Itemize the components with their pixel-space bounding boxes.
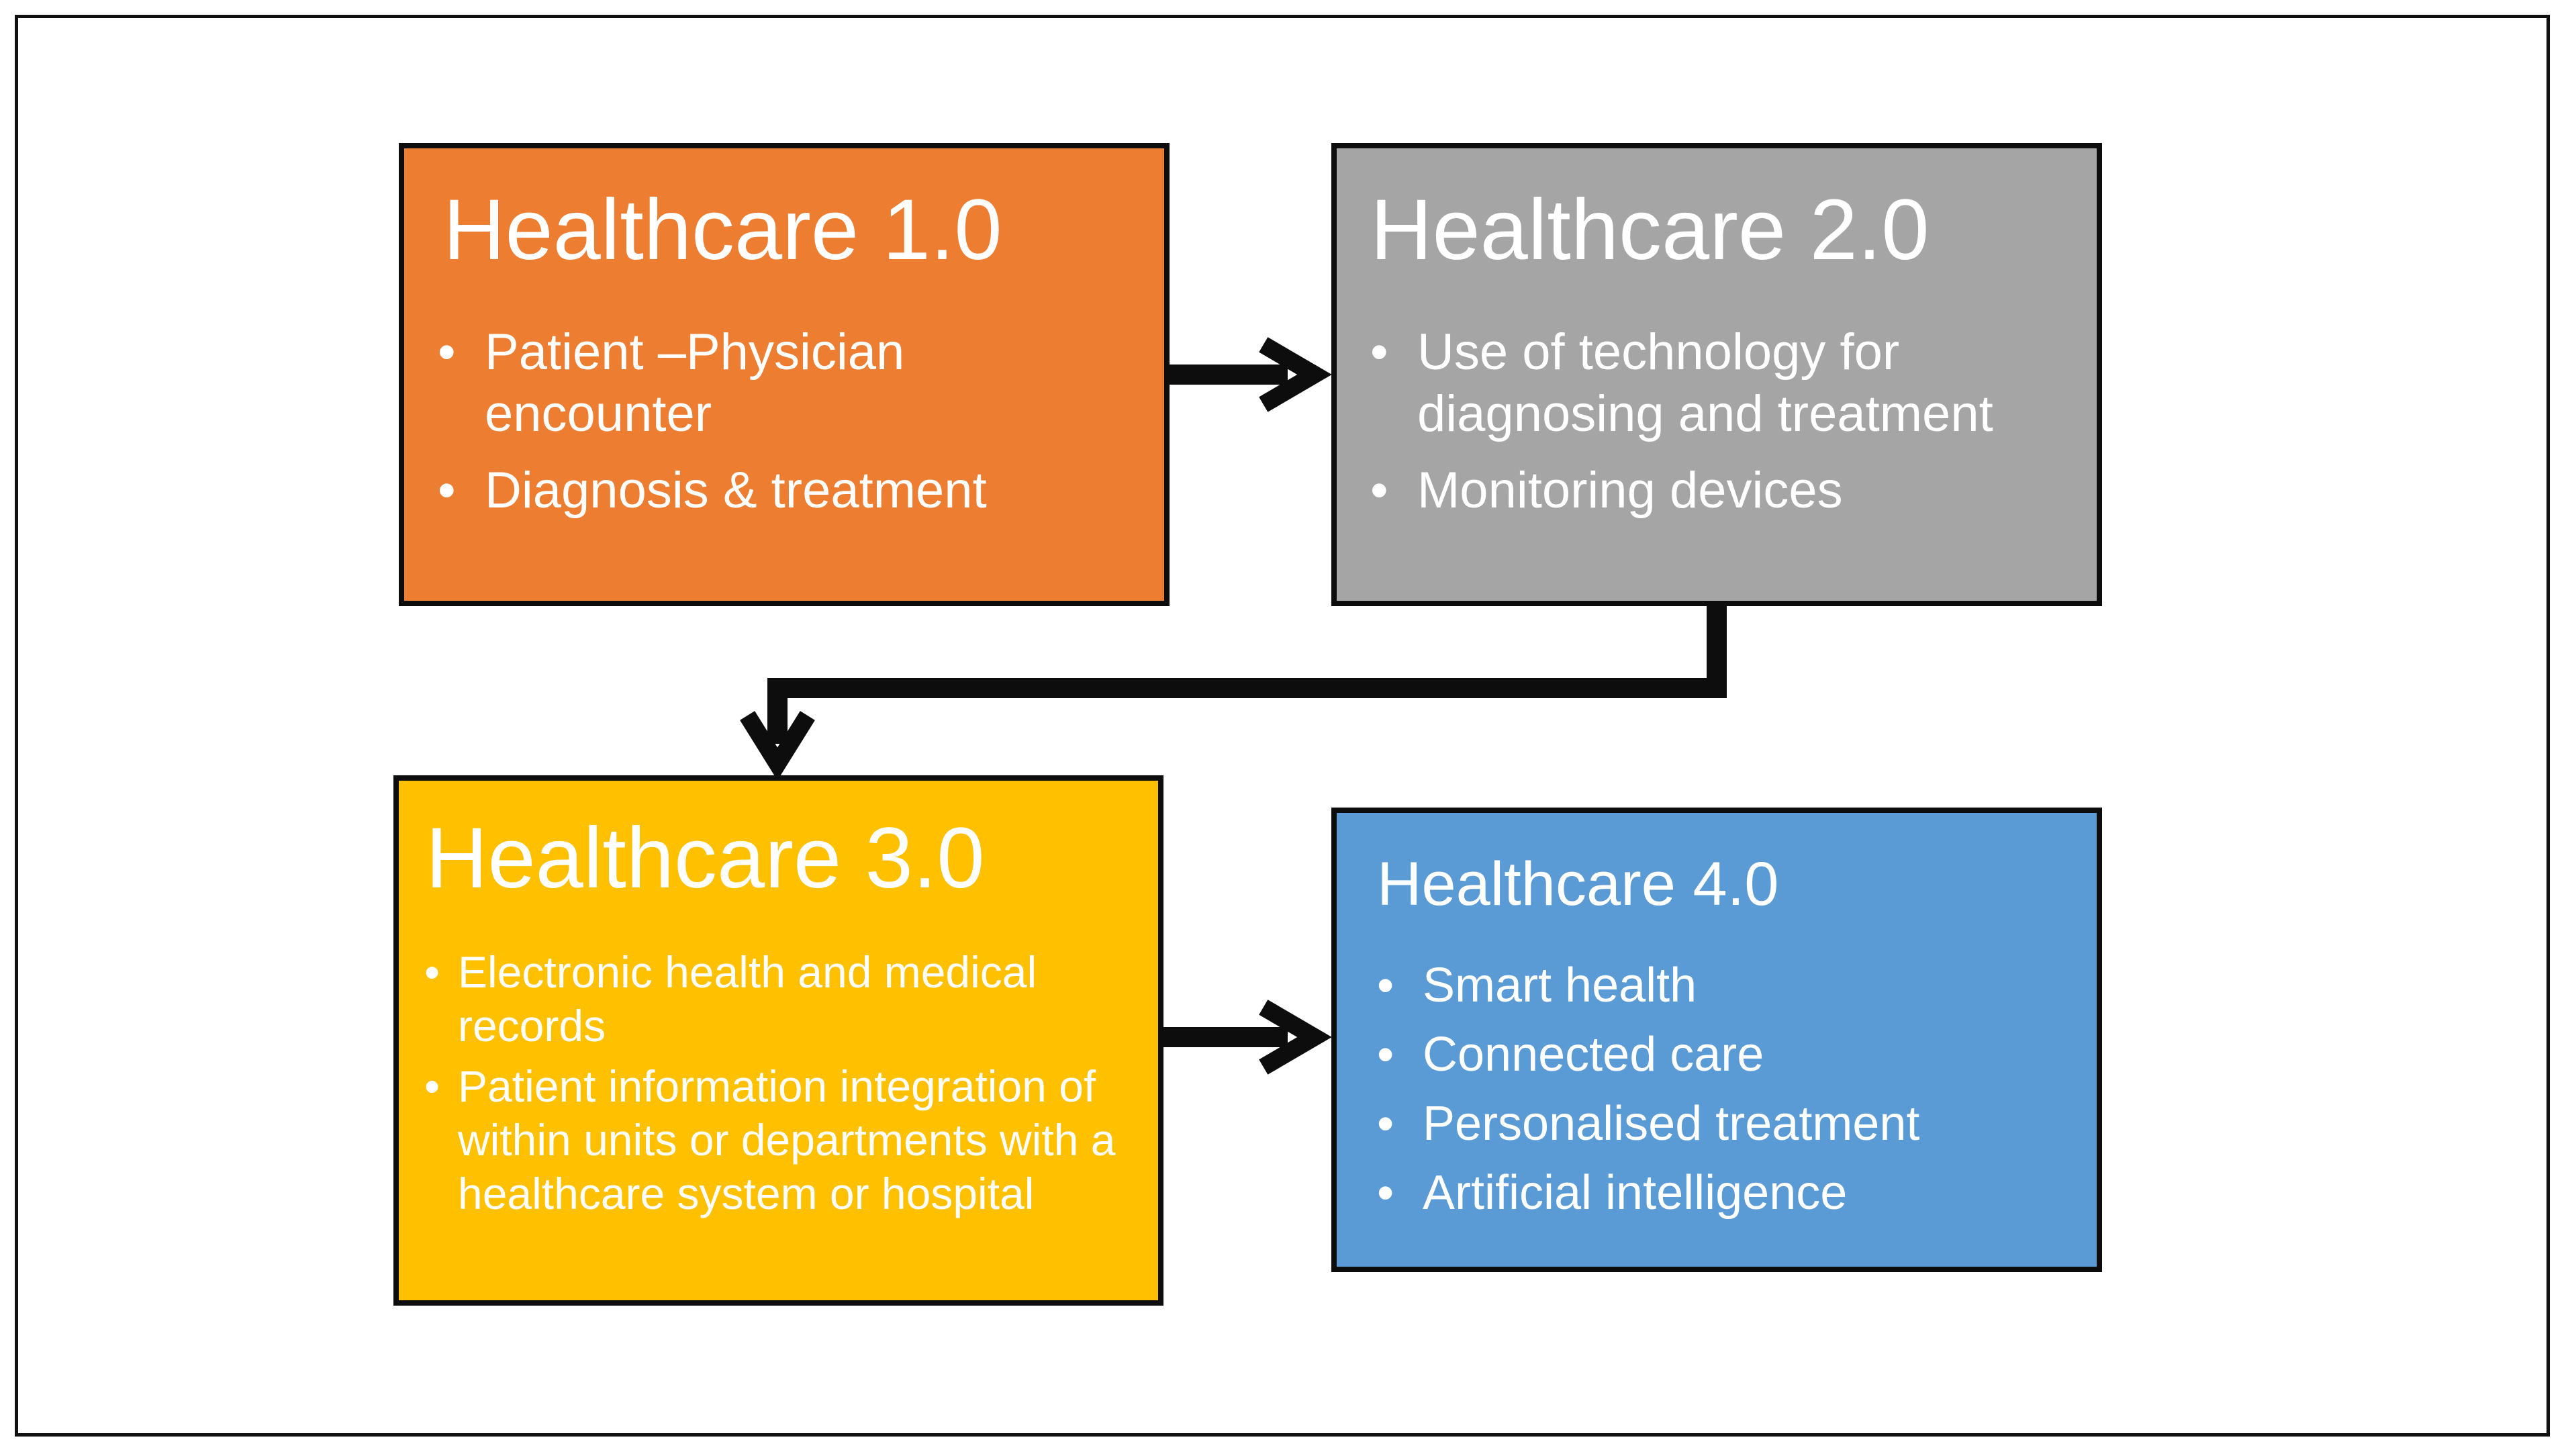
bullet-icon: • xyxy=(438,324,456,381)
bullet-icon: • xyxy=(1377,1166,1394,1220)
arrow-1-to-2-head xyxy=(1259,337,1332,412)
list-item: •Smart health xyxy=(1377,951,1919,1020)
healthcare-2-title: Healthcare 2.0 xyxy=(1370,182,1930,278)
list-item: •Diagnosis & treatment xyxy=(438,460,987,522)
bullet-icon: • xyxy=(1370,324,1388,381)
figure-frame xyxy=(15,15,2550,1437)
list-item: •Artificial intelligence xyxy=(1377,1159,1919,1228)
arrow-2-to-3-shaft xyxy=(767,606,1727,744)
list-item: •Connected care xyxy=(1377,1020,1919,1089)
healthcare-4-box: Healthcare 4.0 •Smart health •Connected … xyxy=(1331,808,2102,1272)
healthcare-1-title: Healthcare 1.0 xyxy=(443,182,1002,278)
healthcare-4-list: •Smart health •Connected care •Personali… xyxy=(1377,951,1919,1228)
bullet-icon: • xyxy=(424,947,440,997)
bullet-icon: • xyxy=(438,462,456,519)
bullet-icon: • xyxy=(424,1061,440,1111)
arrow-3-to-4-head xyxy=(1259,1000,1332,1075)
bullet-icon: • xyxy=(1370,462,1388,519)
healthcare-4-title: Healthcare 4.0 xyxy=(1377,850,1779,918)
healthcare-3-title: Healthcare 3.0 xyxy=(426,810,985,906)
list-item: •Personalised treatment xyxy=(1377,1089,1919,1159)
arrow-2-to-3-head xyxy=(740,711,815,781)
bullet-icon: • xyxy=(1377,1097,1394,1151)
healthcare-3-box: Healthcare 3.0 •Electronic health and me… xyxy=(393,775,1163,1306)
bullet-icon: • xyxy=(1377,1028,1394,1081)
bullet-icon: • xyxy=(1377,959,1394,1012)
list-item: •Monitoring devices xyxy=(1370,460,1993,522)
